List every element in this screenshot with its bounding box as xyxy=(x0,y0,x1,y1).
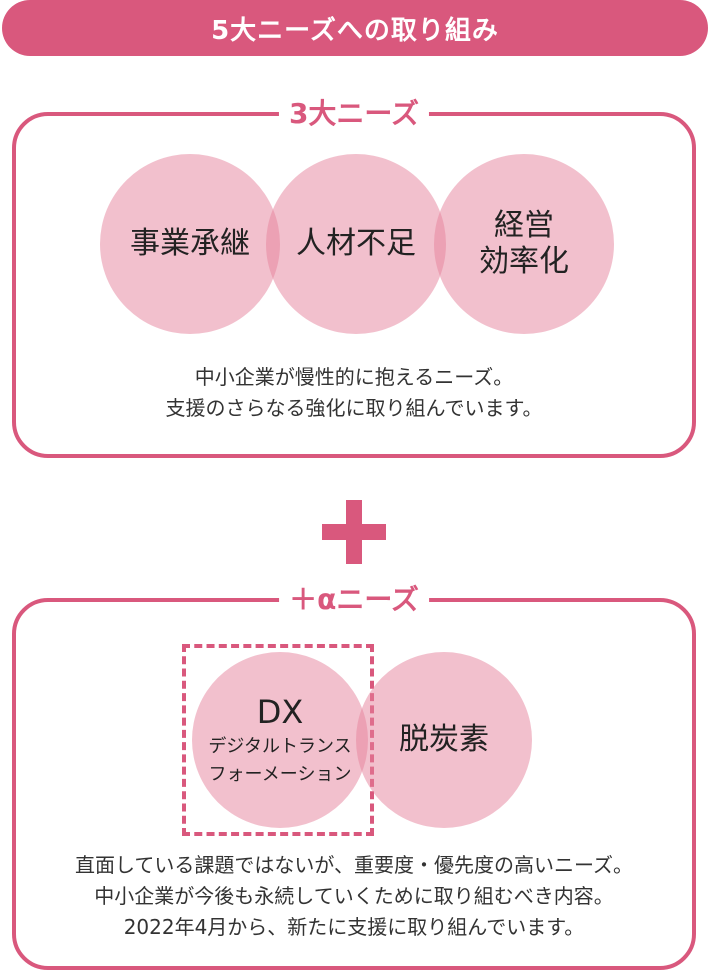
description-line: 直面している課題ではないが、重要度・優先度の高いニーズ。 xyxy=(75,853,633,877)
dx-title: DX xyxy=(256,693,304,731)
header-title-bar: 5大ニーズへの取り組み xyxy=(2,0,708,56)
circle-label: 脱炭素 xyxy=(399,722,489,757)
description-line: 支援のさらなる強化に取り組んでいます。 xyxy=(165,396,543,420)
description-line: 2022年4月から、新たに支援に取り組んでいます。 xyxy=(123,915,585,939)
header-title: 5大ニーズへの取り組み xyxy=(211,15,499,46)
circle-label: 人材不足 xyxy=(296,226,416,261)
description-line: 中小企業が今後も永続していくために取り組むべき内容。 xyxy=(94,884,614,908)
dx-subtitle-line2: フォーメーション xyxy=(208,764,352,785)
circle-label: 事業承継 xyxy=(130,226,250,261)
bottom-panel-description: 直面している課題ではないが、重要度・優先度の高いニーズ。 中小企業が今後も永続し… xyxy=(16,850,692,943)
circle-management-efficiency: 経営 効率化 xyxy=(434,154,614,334)
plus-icon xyxy=(322,500,386,564)
circle-label-line2: 効率化 xyxy=(479,244,569,279)
bottom-panel-label: ＋αニーズ xyxy=(279,580,429,620)
circle-business-succession: 事業承継 xyxy=(100,154,280,334)
description-line: 中小企業が慢性的に抱えるニーズ。 xyxy=(194,365,514,389)
dx-subtitle-line1: デジタルトランス xyxy=(208,736,352,757)
circle-dx: DX デジタルトランス フォーメーション xyxy=(192,652,368,828)
circle-labor-shortage: 人材不足 xyxy=(266,154,446,334)
circle-label-line1: 経営 xyxy=(494,208,554,243)
circle-decarbonization: 脱炭素 xyxy=(356,652,532,828)
extra-needs-panel: ＋αニーズ DX デジタルトランス フォーメーション 脱炭素 直面している課題で… xyxy=(12,580,696,970)
top-panel-label: 3大ニーズ xyxy=(278,94,430,134)
top-panel-description: 中小企業が慢性的に抱えるニーズ。 支援のさらなる強化に取り組んでいます。 xyxy=(16,362,692,424)
top-needs-panel: 3大ニーズ 事業承継 人材不足 経営 効率化 中小企業が慢性的に抱えるニーズ。 … xyxy=(12,94,696,458)
